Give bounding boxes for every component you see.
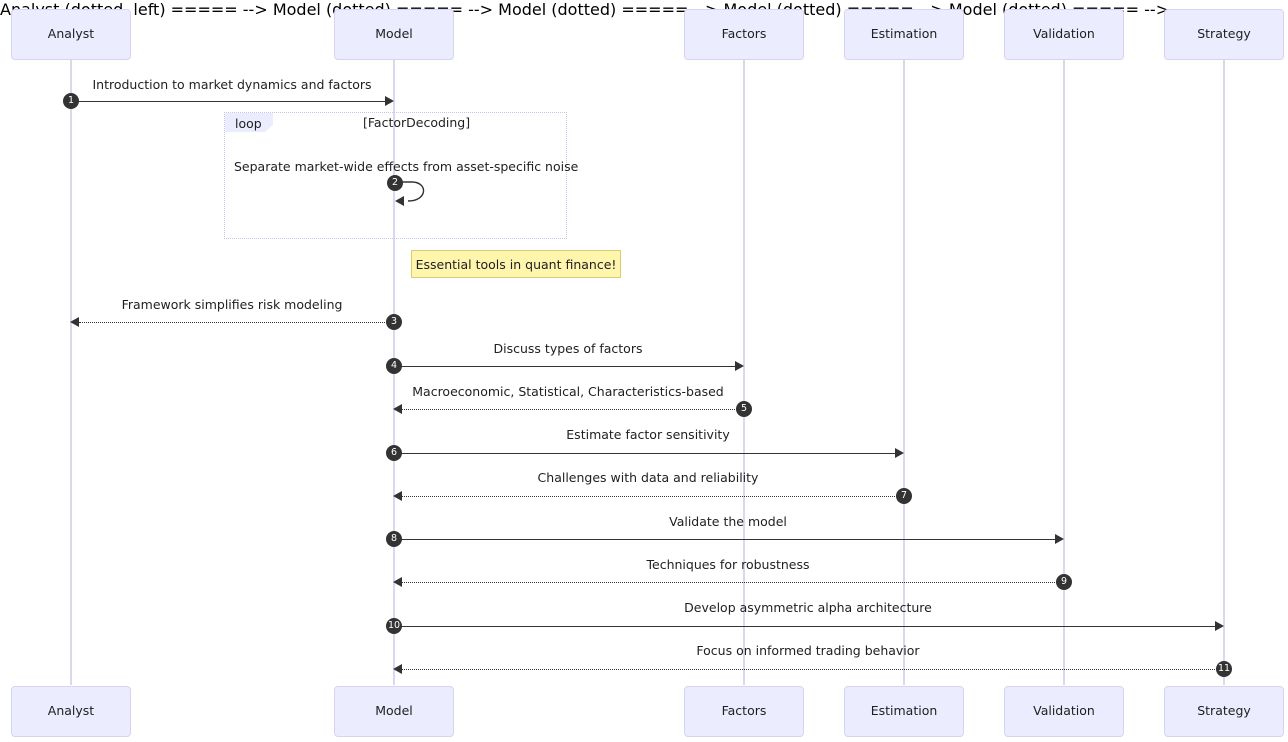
participant-box-model-top[interactable]: Model — [334, 9, 454, 60]
message-line-6 — [394, 453, 897, 454]
loop-fragment-condition: [FactorDecoding] — [363, 115, 471, 130]
message-label-6: Estimate factor sensitivity — [566, 427, 730, 442]
self-message-arrow-2 — [394, 181, 425, 206]
message-line-4 — [394, 366, 737, 367]
participant-box-strategy-bottom[interactable]: Strategy — [1164, 686, 1284, 737]
note-box: Essential tools in quant finance! — [411, 250, 621, 278]
arrowhead-right-icon — [1215, 621, 1224, 631]
lifeline-analyst — [70, 60, 72, 685]
message-label-5: Macroeconomic, Statistical, Characterist… — [412, 384, 724, 399]
sequence-number-badge: 2 — [387, 175, 403, 191]
arrowhead-right-icon — [385, 96, 394, 106]
participant-label: Analyst — [47, 703, 95, 719]
sequence-number-badge: 1 — [63, 93, 79, 109]
message-line-3 — [79, 322, 389, 323]
participant-box-estimation-top[interactable]: Estimation — [844, 9, 964, 60]
note-text: Essential tools in quant finance! — [415, 256, 617, 272]
message-line-7 — [402, 496, 897, 497]
participant-label: Validation — [1033, 703, 1095, 719]
participant-label: Strategy — [1197, 703, 1251, 719]
loop-fragment-frame — [224, 112, 567, 239]
participant-label: Factors — [721, 26, 767, 42]
participant-label: Estimation — [870, 26, 938, 42]
message-line-9 — [402, 582, 1057, 583]
message-label-8: Validate the model — [669, 514, 787, 529]
participant-box-analyst-bottom[interactable]: Analyst — [11, 686, 131, 737]
arrowhead-left-icon — [393, 491, 402, 501]
message-label-11: Focus on informed trading behavior — [696, 643, 920, 658]
message-line-1 — [71, 101, 387, 102]
participant-box-validation-top[interactable]: Validation — [1004, 9, 1124, 60]
lifeline-validation — [1063, 60, 1065, 685]
arrowhead-right-icon — [735, 361, 744, 371]
participant-label: Model — [375, 703, 413, 719]
sequence-number-badge: 9 — [1056, 574, 1072, 590]
participant-label: Strategy — [1197, 26, 1251, 42]
message-label-1: Introduction to market dynamics and fact… — [92, 77, 372, 92]
sequence-number-badge: 10 — [386, 618, 402, 634]
participant-box-factors-top[interactable]: Factors — [684, 9, 804, 60]
participant-label: Validation — [1033, 26, 1095, 42]
lifeline-estimation — [903, 60, 905, 685]
sequence-number-badge: 4 — [386, 358, 402, 374]
participant-label: Model — [375, 26, 413, 42]
sequence-number-badge: 5 — [736, 401, 752, 417]
sequence-number-badge: 6 — [386, 445, 402, 461]
participant-box-validation-bottom[interactable]: Validation — [1004, 686, 1124, 737]
message-line-5 — [402, 409, 737, 410]
message-label-2: Separate market-wide effects from asset-… — [234, 159, 579, 174]
message-label-9: Techniques for robustness — [646, 557, 810, 572]
loop-fragment-tag: loop — [225, 113, 273, 132]
message-line-8 — [394, 539, 1057, 540]
lifeline-strategy — [1223, 60, 1225, 685]
message-label-7: Challenges with data and reliability — [537, 470, 759, 485]
sequence-number-badge: 11 — [1216, 661, 1232, 677]
participant-box-model-bottom[interactable]: Model — [334, 686, 454, 737]
sequence-number-badge: 7 — [896, 488, 912, 504]
participant-label: Factors — [721, 703, 767, 719]
participant-box-factors-bottom[interactable]: Factors — [684, 686, 804, 737]
arrowhead-left-icon — [393, 664, 402, 674]
message-label-3: Framework simplifies risk modeling — [121, 297, 343, 312]
message-line-11 — [402, 669, 1217, 670]
message-label-4: Discuss types of factors — [493, 341, 643, 356]
participant-label: Estimation — [870, 703, 938, 719]
sequence-number-badge: 3 — [386, 314, 402, 330]
message-line-10 — [394, 626, 1217, 627]
lifeline-factors — [743, 60, 745, 685]
participant-box-analyst-top[interactable]: Analyst — [11, 9, 131, 60]
sequence-number-badge: 8 — [386, 531, 402, 547]
arrowhead-right-icon — [1055, 534, 1064, 544]
arrowhead-left-icon — [393, 577, 402, 587]
arrowhead-left-icon — [393, 404, 402, 414]
message-label-10: Develop asymmetric alpha architecture — [684, 600, 932, 615]
arrowhead-right-icon — [895, 448, 904, 458]
arrowhead-left-icon — [70, 317, 79, 327]
participant-box-strategy-top[interactable]: Strategy — [1164, 9, 1284, 60]
participant-box-estimation-bottom[interactable]: Estimation — [844, 686, 964, 737]
participant-label: Analyst — [47, 26, 95, 42]
